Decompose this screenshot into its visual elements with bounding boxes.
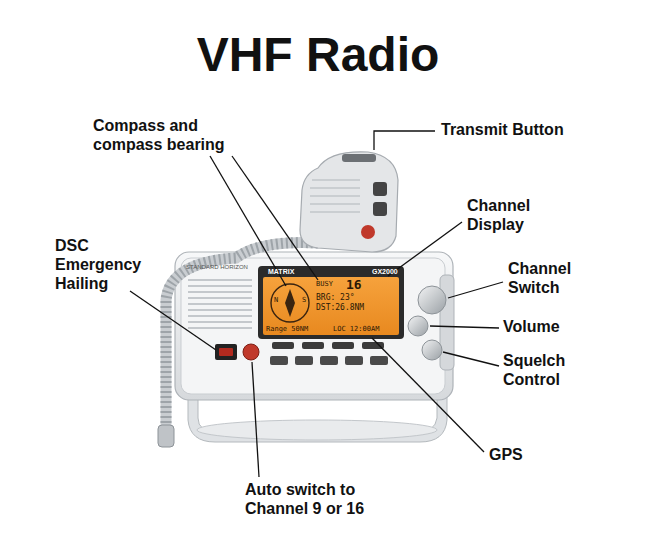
brand-text: STANDARD HORIZON	[186, 264, 248, 271]
screen-text: BUSY	[316, 280, 333, 288]
callout-label: Channel Switch	[508, 259, 600, 297]
callout-label: Compass and compass bearing	[93, 116, 243, 154]
leader-lines	[130, 131, 503, 477]
brand-text: MATRIX	[268, 268, 294, 276]
compass-letter: S	[302, 296, 306, 304]
screen-text: BRG: 23°	[316, 293, 355, 302]
coiled-cord	[158, 243, 318, 447]
screen-text: LOC 12:00AM	[333, 325, 379, 333]
callout-label: Transmit Button	[441, 121, 564, 139]
lcd-display	[258, 266, 404, 339]
model-text: GX2000	[372, 268, 398, 276]
diagram-title: VHF Radio	[0, 28, 636, 82]
handheld-microphone	[300, 152, 398, 252]
callout-label: Channel Display	[467, 196, 559, 234]
screen-text: DST:26.8NM	[316, 303, 364, 312]
callout-label: Volume	[503, 318, 560, 336]
speaker-grille	[188, 280, 252, 328]
control-knobs	[408, 286, 446, 360]
screen-text: 16	[346, 277, 362, 292]
callout-label: GPS	[489, 446, 523, 464]
screen-text: Range 50NM	[266, 325, 308, 333]
front-buttons	[215, 342, 388, 365]
callout-label: Squelch Control	[503, 351, 603, 389]
callout-label: DSC Emergency Hailing	[55, 236, 155, 293]
compass-letter: N	[274, 296, 278, 304]
callout-label: Auto switch to Channel 9 or 16	[245, 480, 395, 518]
